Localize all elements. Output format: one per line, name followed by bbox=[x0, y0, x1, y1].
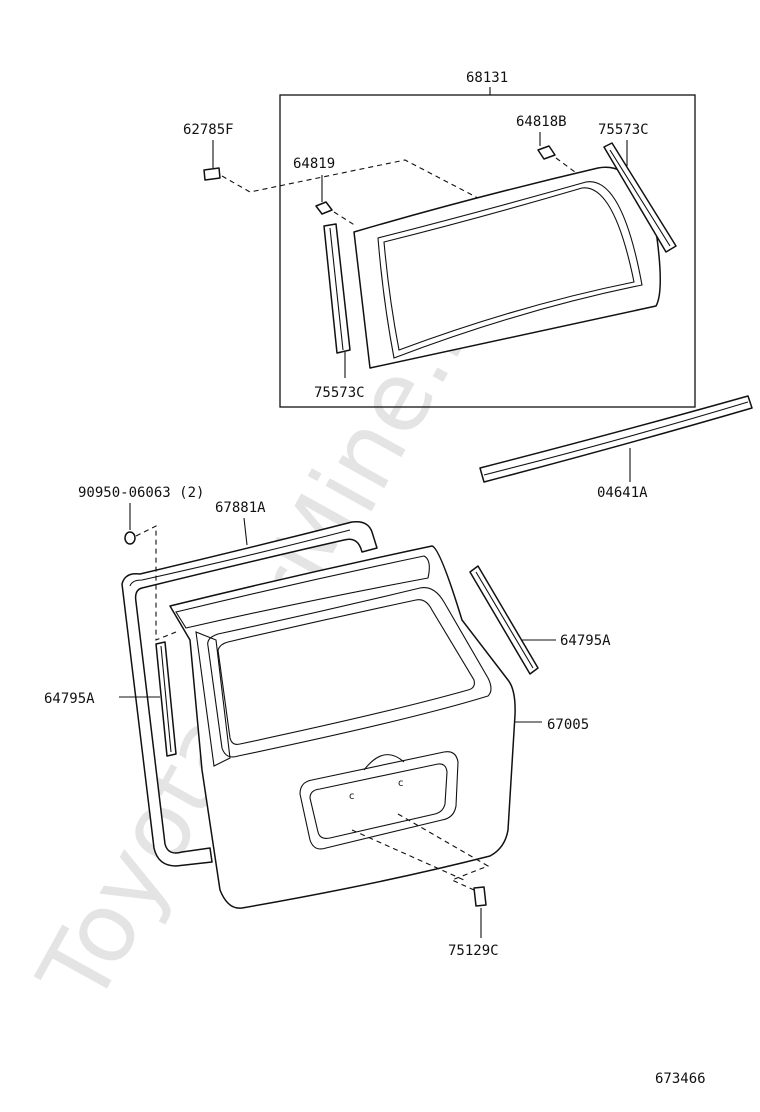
label-90950-06063: 90950-06063 (2) bbox=[78, 485, 204, 501]
molding-64795A-left bbox=[155, 641, 177, 757]
molding-75573C-right bbox=[603, 142, 677, 253]
label-75573C-bottom: 75573C bbox=[314, 385, 365, 401]
svg-text:c: c bbox=[398, 778, 404, 789]
label-04641A: 04641A bbox=[597, 485, 648, 501]
diagram-id: 673466 bbox=[655, 1071, 706, 1087]
clip-62785F bbox=[203, 167, 221, 181]
label-64819: 64819 bbox=[293, 156, 335, 172]
label-75129C: 75129C bbox=[448, 943, 499, 959]
svg-text:c: c bbox=[349, 791, 355, 802]
plug-90950-06063 bbox=[124, 531, 136, 545]
back-window-glass bbox=[353, 166, 662, 369]
label-67881A: 67881A bbox=[215, 500, 266, 516]
label-67005: 67005 bbox=[547, 717, 589, 733]
molding-64795A-right bbox=[469, 565, 539, 675]
clip-64819 bbox=[315, 201, 333, 215]
label-64795A-left: 64795A bbox=[44, 691, 95, 707]
back-door-67005: c c bbox=[169, 545, 516, 909]
weatherstrip-67881A bbox=[121, 520, 378, 867]
clip-64818B bbox=[537, 145, 556, 160]
clip-75129C bbox=[473, 886, 487, 907]
label-75573C-top: 75573C bbox=[598, 122, 649, 138]
molding-75573C-left bbox=[323, 223, 351, 354]
assembly-box-68131 bbox=[279, 94, 696, 408]
garnish-04641A bbox=[479, 395, 753, 483]
label-62785F: 62785F bbox=[183, 122, 234, 138]
label-64795A-right: 64795A bbox=[560, 633, 611, 649]
label-68131: 68131 bbox=[466, 70, 508, 86]
label-64818B: 64818B bbox=[516, 114, 567, 130]
